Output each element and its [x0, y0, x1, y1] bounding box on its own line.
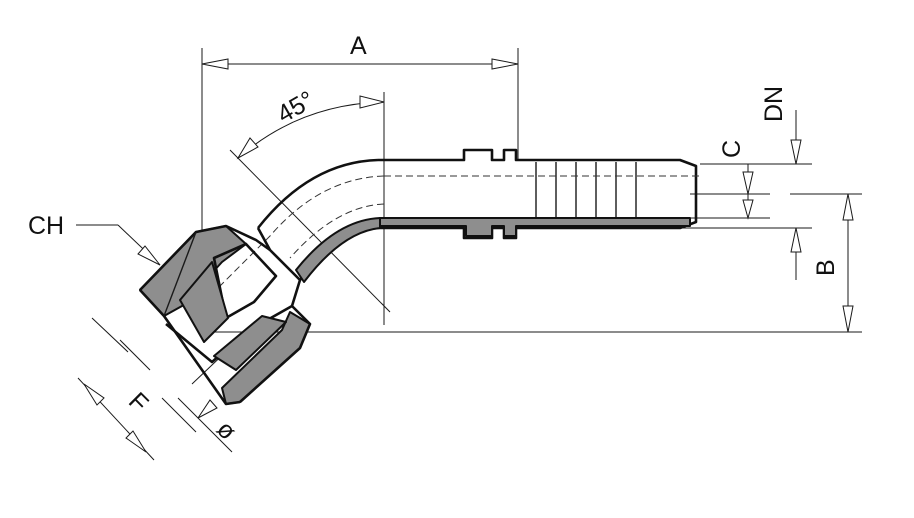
- nut-outline-top: [139, 224, 271, 291]
- centerline-bend: [199, 175, 385, 307]
- arrow-a-left: [201, 58, 229, 70]
- stem-section: [379, 217, 691, 237]
- nut-outline-left: [139, 289, 241, 406]
- label-f: F: [123, 387, 154, 418]
- arrow-f-top: [83, 383, 105, 406]
- neck-outline: [256, 227, 302, 307]
- ref-line-diagonal: [229, 149, 391, 313]
- label-a: A: [350, 32, 367, 60]
- inner-bend-dash: [289, 203, 385, 259]
- fitting-body: [139, 148, 700, 406]
- arrow-f-bottom: [125, 430, 147, 453]
- dimension-lines: [76, 48, 862, 461]
- insert-cone-section: [179, 261, 229, 343]
- label-c: C: [718, 140, 746, 158]
- nut-face-line: [163, 231, 197, 317]
- arrow-b-top: [842, 193, 854, 221]
- label-b: B: [812, 259, 840, 276]
- arrow-phi: [197, 399, 218, 419]
- arrow-c-bottom: [742, 199, 754, 220]
- f-ext-top-2: [119, 339, 151, 371]
- f-ext-bottom-1: [161, 397, 197, 433]
- arrow-dn-top: [790, 139, 802, 165]
- arrow-angle-bottom: [236, 137, 259, 160]
- label-ch: CH: [28, 212, 64, 240]
- bend-outer-top: [256, 158, 379, 229]
- arrow-a-right: [491, 58, 519, 70]
- bend-section: [295, 217, 381, 283]
- label-angle: 45°: [272, 86, 319, 129]
- dim-line-phi: [177, 397, 233, 453]
- label-dn: DN: [760, 86, 788, 122]
- insert-lower-section: [213, 315, 287, 371]
- arrow-ch: [137, 245, 161, 266]
- arrow-dn-bottom: [790, 227, 802, 253]
- label-phi: ø: [211, 415, 242, 446]
- arrow-angle-top: [359, 95, 385, 109]
- f-ext-top-1: [91, 317, 129, 353]
- nut-outline-bottom: [239, 305, 312, 403]
- arrow-b-bottom: [842, 305, 854, 333]
- arrow-c-top: [742, 171, 754, 195]
